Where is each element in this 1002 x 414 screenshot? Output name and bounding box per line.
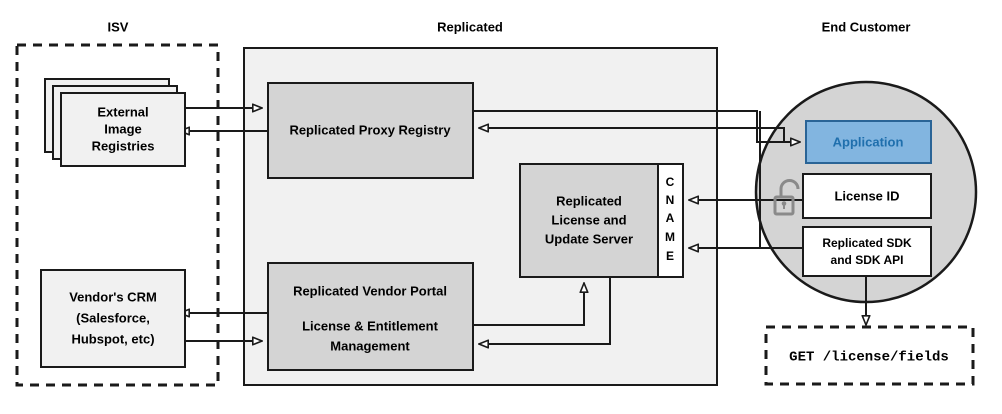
zone-title-replicated: Replicated — [437, 19, 503, 34]
license-server-label-line-2: License and — [551, 212, 626, 227]
cname-letter-e: E — [666, 249, 674, 263]
connection-portal-to-license-server — [473, 283, 584, 326]
proxy-registry-label: Replicated Proxy Registry — [289, 122, 451, 137]
vendors-crm-box — [40, 269, 186, 368]
registries-stack-front — [60, 92, 186, 167]
cname-box — [657, 163, 684, 278]
connection-license-server-to-portal — [479, 277, 611, 344]
connection-proxy-to-application — [473, 110, 800, 142]
license-fields-request-node[interactable]: GET /license/fields — [764, 325, 975, 386]
cname-letter-m: M — [665, 230, 675, 244]
registries-label-line-2: Image — [104, 121, 142, 136]
zone-title-isv: ISV — [108, 19, 129, 34]
cname-letter-c: C — [666, 175, 675, 189]
replicated-sdk-box — [802, 226, 932, 277]
vendors-crm-label-line-3: Hubspot, etc) — [71, 331, 154, 346]
external-image-registries-node[interactable]: External Image Registries — [44, 78, 186, 167]
license-id-node[interactable]: License ID — [802, 173, 932, 219]
application-label: Application — [833, 134, 904, 149]
license-id-label: License ID — [834, 188, 899, 203]
zone-container-isv — [15, 43, 220, 387]
license-server-label-line-3: Update Server — [545, 231, 633, 246]
license-fields-label: GET /license/fields — [789, 350, 949, 366]
registries-label-line-3: Registries — [92, 138, 155, 153]
zone-title-end-customer: End Customer — [822, 19, 911, 34]
vendors-crm-label-line-2: (Salesforce, — [76, 310, 150, 325]
replicated-sdk-node[interactable]: Replicated SDK and SDK API — [802, 226, 932, 277]
replicated-sdk-label-line-2: and SDK API — [831, 253, 904, 267]
vendors-crm-node[interactable]: Vendor's CRM (Salesforce, Hubspot, etc) — [40, 269, 186, 368]
replicated-proxy-registry-node[interactable]: Replicated Proxy Registry — [267, 82, 474, 179]
unlocked-padlock-icon — [773, 179, 800, 216]
application-box — [805, 120, 932, 164]
vendor-portal-box — [267, 262, 474, 371]
replicated-license-update-server-node[interactable]: Replicated License and Update Server C N… — [519, 163, 684, 278]
license-server-label-line-1: Replicated — [556, 193, 622, 208]
vendor-portal-label-line-2: License & Entitlement — [302, 318, 438, 333]
cname-letter-a: A — [666, 211, 675, 225]
vendors-crm-label-line-1: Vendor's CRM — [69, 289, 157, 304]
license-fields-dashed-box — [764, 325, 975, 386]
vendor-portal-label-line-3: Management — [330, 338, 410, 353]
application-node[interactable]: Application — [805, 120, 932, 164]
registries-label-line-1: External — [97, 104, 148, 119]
replicated-sdk-label-line-1: Replicated SDK — [822, 236, 912, 250]
vendor-portal-label-line-1: Replicated Vendor Portal — [293, 283, 447, 298]
cname-letter-n: N — [666, 193, 675, 207]
connection-application-to-proxy — [479, 128, 785, 142]
license-id-box — [802, 173, 932, 219]
replicated-vendor-portal-node[interactable]: Replicated Vendor Portal License & Entit… — [267, 262, 474, 371]
proxy-registry-box — [267, 82, 474, 179]
